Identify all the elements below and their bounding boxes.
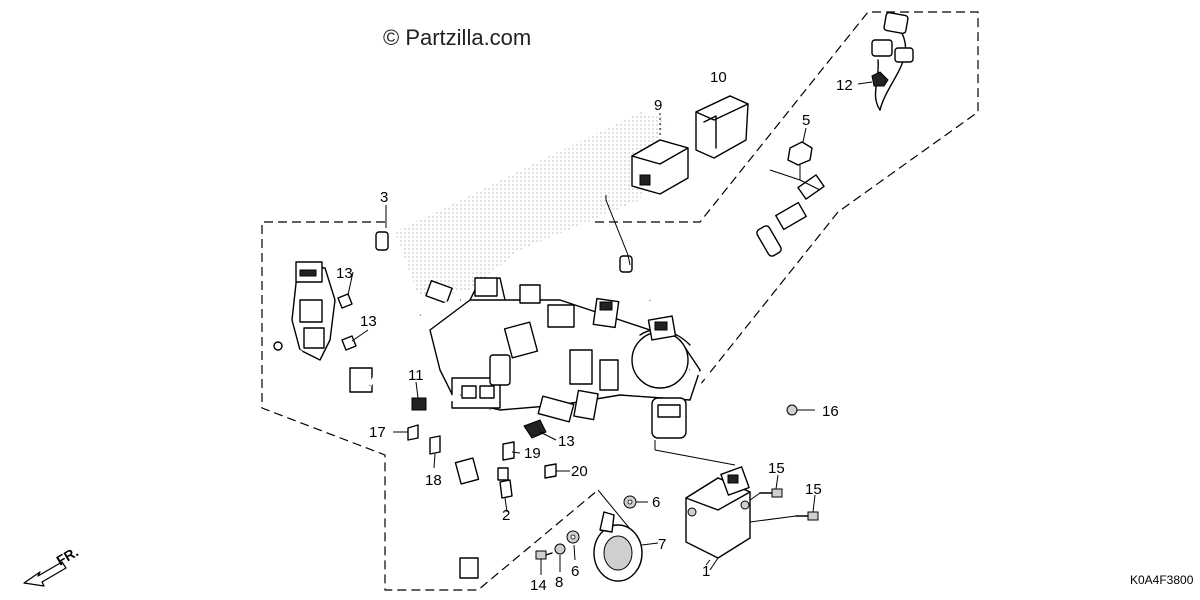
callout-16: 16 — [822, 403, 839, 420]
callout-13-b: 13 — [360, 313, 377, 330]
callout-14: 14 — [530, 577, 547, 594]
part-1-module — [685, 466, 751, 571]
callout-1: 1 — [702, 563, 710, 580]
callout-17: 17 — [369, 424, 386, 441]
part-8-nut — [554, 543, 566, 555]
part-10-cover — [695, 95, 749, 159]
front-direction-arrow: FR. — [23, 543, 81, 587]
part-9-relay — [631, 139, 689, 195]
callout-3: 3 — [380, 189, 388, 206]
callout-8: 8 — [555, 574, 563, 591]
part-5-connector — [769, 141, 821, 191]
watermark: © Partzilla.com — [383, 25, 531, 50]
leader-lines — [347, 81, 873, 575]
callouts: 3 9 10 5 12 13 13 11 17 18 19 13 20 2 6 … — [336, 69, 853, 594]
part-16-bolt — [786, 404, 815, 416]
callout-9: 9 — [654, 97, 662, 114]
part-7-horn — [593, 511, 643, 582]
callout-10: 10 — [710, 69, 727, 86]
callout-20: 20 — [571, 463, 588, 480]
small-connectors — [337, 293, 557, 499]
callout-12: 12 — [836, 77, 853, 94]
callout-7: 7 — [658, 536, 666, 553]
callout-15-a: 15 — [768, 460, 785, 477]
callout-15-b: 15 — [805, 481, 822, 498]
part-12-clip — [871, 71, 889, 87]
stipple-area — [395, 112, 665, 300]
part-14-bolt — [535, 550, 553, 560]
callout-6-b: 6 — [571, 563, 579, 580]
callout-18: 18 — [425, 472, 442, 489]
callout-5: 5 — [802, 112, 810, 129]
callout-13-c: 13 — [558, 433, 575, 450]
group-outline — [261, 11, 979, 591]
callout-13-a: 13 — [336, 265, 353, 282]
main-wire-harness — [273, 12, 914, 579]
callout-6-a: 6 — [652, 494, 660, 511]
callout-2: 2 — [502, 507, 510, 524]
callout-19: 19 — [524, 445, 541, 462]
diagram-code: K0A4F3800 — [1130, 573, 1194, 587]
callout-11: 11 — [408, 367, 424, 384]
